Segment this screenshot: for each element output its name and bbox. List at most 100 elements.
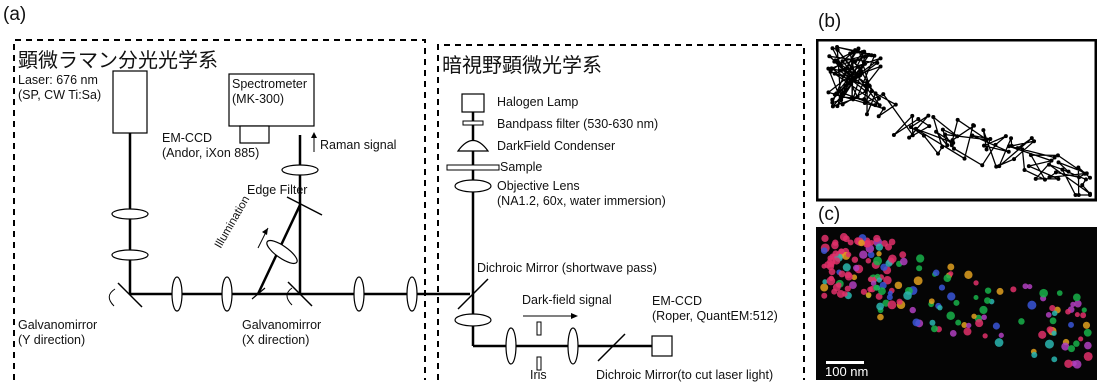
lens-3 <box>171 276 183 312</box>
spot <box>899 251 907 259</box>
spot <box>948 271 954 277</box>
spot <box>864 240 871 248</box>
spot <box>973 280 979 286</box>
trajectory-point <box>940 145 945 150</box>
raman-section-title: 顕微ラマン分光光学系 <box>18 50 218 72</box>
trajectory-point <box>908 125 913 130</box>
spot <box>873 234 881 243</box>
spot <box>859 250 868 259</box>
bandpass-label: Bandpass filter (530-630 nm) <box>497 117 659 131</box>
trajectory-point <box>864 86 869 91</box>
spot <box>909 306 916 314</box>
spot <box>1031 351 1038 358</box>
trajectory-point <box>832 92 837 97</box>
emccd-andor-box <box>239 125 270 144</box>
spot <box>832 250 839 257</box>
spot <box>894 281 903 290</box>
trajectory-point <box>851 59 856 64</box>
trajectory-point <box>971 123 976 128</box>
spot <box>888 238 896 246</box>
trajectory-point <box>1012 157 1017 162</box>
trajectory-point <box>1076 165 1081 170</box>
trajectory-point <box>862 97 867 102</box>
darkfield-image <box>816 227 1097 380</box>
trajectory-point <box>1028 153 1033 158</box>
trajectory-point <box>830 100 835 105</box>
trajectory-point <box>864 112 869 117</box>
spot <box>852 264 860 272</box>
spot <box>879 281 887 290</box>
trajectory-point <box>1083 177 1088 182</box>
trajectory-point <box>951 146 956 151</box>
trajectory-point <box>858 73 863 78</box>
trajectory-point <box>1003 134 1008 139</box>
edge-filter <box>286 196 323 216</box>
bandpass-filter <box>462 120 484 126</box>
galvo-x-sub-label: (X direction) <box>242 333 310 347</box>
spot <box>912 318 921 327</box>
optical-setup-diagram <box>13 39 805 380</box>
spot <box>875 243 884 251</box>
galvo-x-rotation-arrow <box>286 287 293 306</box>
trajectory-points <box>826 45 1092 197</box>
sample-slide <box>446 164 500 171</box>
trajectory-point <box>877 103 882 108</box>
trajectory-point <box>856 46 861 51</box>
trajectory-point <box>1026 164 1031 169</box>
trajectory-point <box>1007 144 1012 149</box>
dichroic-cut-label: Dichroic Mirror(to cut laser light) <box>596 368 774 382</box>
halogen-lamp-box <box>461 93 485 113</box>
trajectory-point <box>1053 170 1058 175</box>
trajectory-point <box>860 50 865 55</box>
spot <box>916 265 923 272</box>
spot <box>832 257 841 265</box>
spot <box>1072 359 1082 369</box>
spot <box>860 288 868 295</box>
trajectory-point <box>988 137 993 142</box>
spot <box>984 297 991 304</box>
trajectory-image <box>816 39 1097 202</box>
trajectory-point <box>862 54 867 59</box>
spot <box>878 287 886 296</box>
condenser-label: DarkField Condenser <box>497 139 616 153</box>
trajectory-point <box>1047 175 1052 180</box>
spot <box>1039 288 1048 298</box>
lens-11 <box>567 327 579 365</box>
galvo-x-mirror <box>287 281 313 307</box>
trajectory-point <box>875 60 880 65</box>
emccd-roper-box <box>651 335 673 357</box>
halogen-label: Halogen Lamp <box>497 95 579 109</box>
spot <box>842 263 851 272</box>
spot <box>822 279 828 285</box>
lens-6 <box>281 164 319 176</box>
trajectory-point <box>830 46 835 51</box>
trajectory-point <box>984 137 989 142</box>
spot <box>981 314 987 321</box>
spot <box>849 281 857 289</box>
trajectory-point <box>1009 136 1014 141</box>
spot <box>946 311 955 321</box>
spot <box>929 319 936 326</box>
iris-label: Iris <box>530 368 547 382</box>
trajectory-point <box>1015 146 1020 151</box>
trajectory-point <box>1088 175 1092 180</box>
condenser-shape <box>456 139 490 152</box>
sample-label: Sample <box>500 160 543 174</box>
trajectory-point <box>893 102 898 107</box>
trajectory-point <box>1056 160 1061 165</box>
trajectory-point <box>1006 149 1011 154</box>
spot <box>821 234 829 243</box>
spot <box>1080 312 1087 319</box>
spot <box>1051 356 1058 363</box>
trajectory-point <box>839 98 844 103</box>
spot <box>877 313 884 321</box>
trajectory-point <box>931 115 936 120</box>
trajectory-point <box>1049 158 1054 163</box>
iris-top <box>536 321 542 336</box>
spot <box>931 325 938 333</box>
spot <box>998 332 1004 338</box>
trajectory-point <box>838 94 843 99</box>
trajectory-point <box>869 89 874 94</box>
spectrometer-sub-label: (MK-300) <box>232 92 285 106</box>
trajectory-point <box>945 143 950 148</box>
